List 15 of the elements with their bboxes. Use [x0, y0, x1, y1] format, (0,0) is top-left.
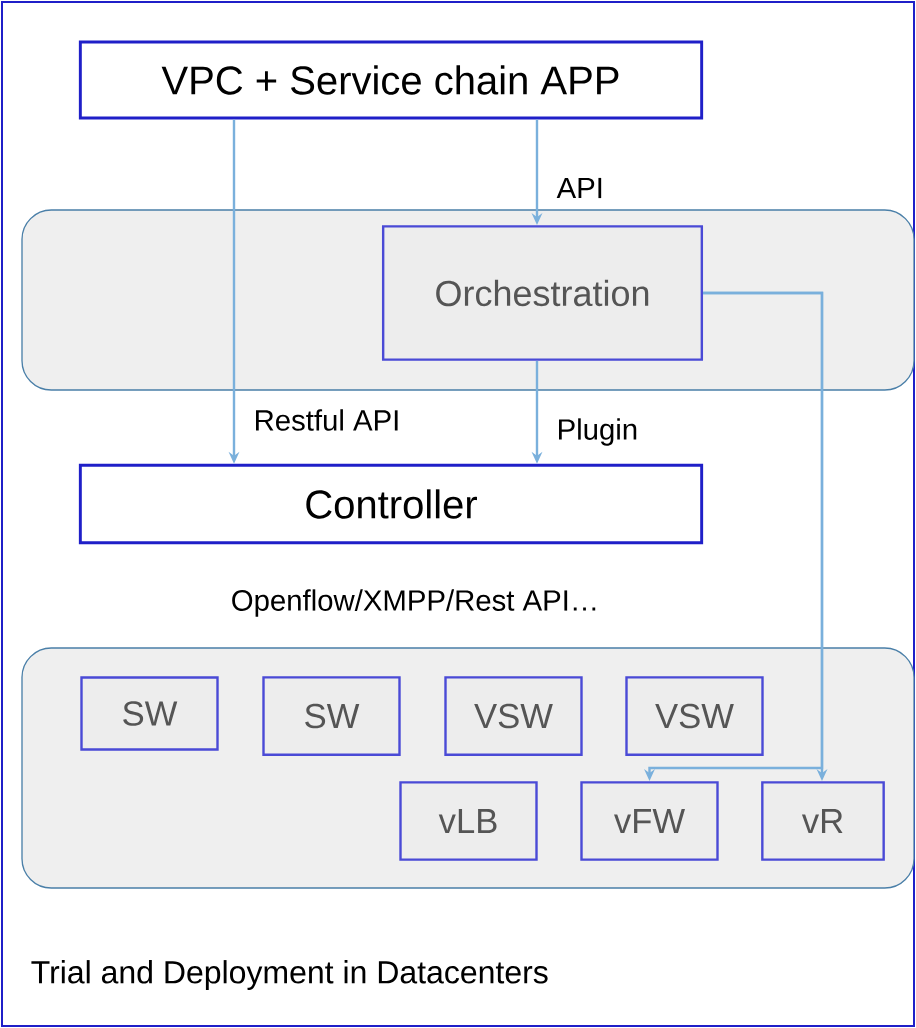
device-box: SW — [262, 676, 401, 756]
device-box: vR — [761, 781, 885, 861]
edge-label: Restful API — [256, 409, 398, 431]
device-box: vLB — [399, 781, 538, 861]
device-box: VSW — [625, 676, 764, 756]
device-box: SW — [80, 676, 219, 751]
process-box: VPC + Service chain APP — [78, 40, 704, 120]
device-box: vFW — [580, 781, 719, 861]
caption: Trial and Deployment in Datacenters — [31, 960, 548, 990]
edge-label: Plugin — [559, 418, 637, 446]
protocol-label: Openflow/XMPP/Rest API… — [232, 589, 596, 617]
device-box: VSW — [444, 676, 583, 756]
edge-label: API — [556, 177, 602, 199]
process-box: Controller — [78, 463, 704, 545]
process-box: Orchestration — [381, 225, 704, 361]
